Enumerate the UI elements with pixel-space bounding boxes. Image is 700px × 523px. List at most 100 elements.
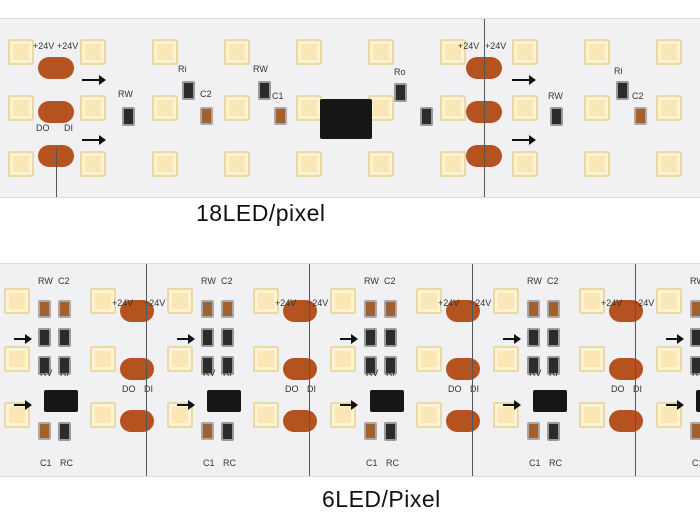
label-rc: RC	[549, 458, 562, 468]
capacitor	[547, 300, 560, 318]
resistor	[690, 328, 700, 347]
label-ri: Ri	[178, 64, 187, 74]
cut-line	[146, 264, 147, 476]
led-chip	[80, 151, 106, 177]
led-chip	[167, 346, 193, 372]
caption-18led-per-pixel: 18LED/pixel	[196, 200, 326, 226]
solder-pad	[609, 300, 643, 322]
solder-pad	[38, 57, 74, 79]
label-c1: C1	[692, 458, 700, 468]
led-chip	[416, 346, 442, 372]
label-c1: C1	[529, 458, 541, 468]
driver-ic-chip	[370, 390, 404, 412]
cut-line	[472, 264, 473, 476]
led-chip	[579, 346, 605, 372]
resistor	[38, 328, 51, 347]
resistor	[394, 83, 407, 102]
solder-pad	[609, 410, 643, 432]
label-c2: C2	[221, 276, 233, 286]
capacitor	[527, 300, 540, 318]
label-ri: Ri	[549, 368, 558, 378]
capacitor	[690, 422, 700, 440]
solder-pad	[120, 358, 154, 380]
label-ri: Ri	[614, 66, 623, 76]
solder-pad	[38, 101, 74, 123]
label-rv: RV	[40, 368, 53, 378]
label-c1: C1	[366, 458, 378, 468]
driver-ic-chip	[696, 390, 700, 412]
led-chip	[90, 288, 116, 314]
label-di: DI	[633, 384, 642, 394]
cut-line	[484, 19, 485, 197]
led-chip	[579, 288, 605, 314]
resistor	[122, 107, 135, 126]
capacitor	[274, 107, 287, 125]
driver-ic-chip	[533, 390, 567, 412]
led-chip	[152, 95, 178, 121]
direction-arrow	[14, 334, 32, 344]
led-chip	[330, 402, 356, 428]
capacitor	[527, 422, 540, 440]
direction-arrow	[82, 135, 106, 145]
led-chip	[584, 151, 610, 177]
resistor	[58, 356, 71, 375]
led-chip	[8, 39, 34, 65]
resistor	[547, 356, 560, 375]
resistor	[384, 356, 397, 375]
solder-pad	[120, 410, 154, 432]
label-rw: RW	[38, 276, 53, 286]
label-plus24v: +24V	[33, 41, 55, 51]
cut-line	[309, 264, 310, 476]
label-c2: C2	[384, 276, 396, 286]
led-chip	[167, 288, 193, 314]
label-plus24v: +24V	[485, 41, 507, 51]
cut-line	[635, 264, 636, 476]
driver-ic-chip	[207, 390, 241, 412]
label-rw: RW	[253, 64, 268, 74]
capacitor	[634, 107, 647, 125]
label-rc: RC	[386, 458, 399, 468]
led-chip	[90, 402, 116, 428]
label-do: DO	[611, 384, 625, 394]
direction-arrow	[666, 400, 684, 410]
capacitor	[38, 300, 51, 318]
label-rc: RC	[60, 458, 73, 468]
resistor	[364, 328, 377, 347]
label-rc: RC	[223, 458, 236, 468]
led-chip	[330, 346, 356, 372]
led-chip	[296, 39, 322, 65]
direction-arrow	[340, 400, 358, 410]
led-chip	[8, 151, 34, 177]
label-rv: RV	[692, 368, 700, 378]
solder-pad	[283, 300, 317, 322]
solder-pad	[283, 358, 317, 380]
resistor	[616, 81, 629, 100]
led-chip	[440, 39, 466, 65]
led-chip	[224, 95, 250, 121]
resistor	[547, 422, 560, 441]
label-plus24v: +24V	[633, 298, 655, 308]
led-chip	[4, 288, 30, 314]
solder-pad	[446, 410, 480, 432]
resistor	[58, 328, 71, 347]
led-chip	[224, 151, 250, 177]
led-chip	[152, 151, 178, 177]
capacitor	[690, 300, 700, 318]
label-plus24v: +24V	[458, 41, 480, 51]
led-chip	[296, 151, 322, 177]
label-plus24v: +24V	[438, 298, 460, 308]
led-chip	[440, 151, 466, 177]
label-c2: C2	[200, 89, 212, 99]
driver-ic-chip	[320, 99, 372, 139]
capacitor	[58, 300, 71, 318]
capacitor	[200, 107, 213, 125]
label-di: DI	[307, 384, 316, 394]
label-do: DO	[36, 123, 50, 133]
capacitor	[364, 300, 377, 318]
direction-arrow	[512, 135, 536, 145]
led-chip	[493, 346, 519, 372]
led-chip	[80, 95, 106, 121]
capacitor	[38, 422, 51, 440]
label-c2: C2	[58, 276, 70, 286]
label-c1: C1	[203, 458, 215, 468]
